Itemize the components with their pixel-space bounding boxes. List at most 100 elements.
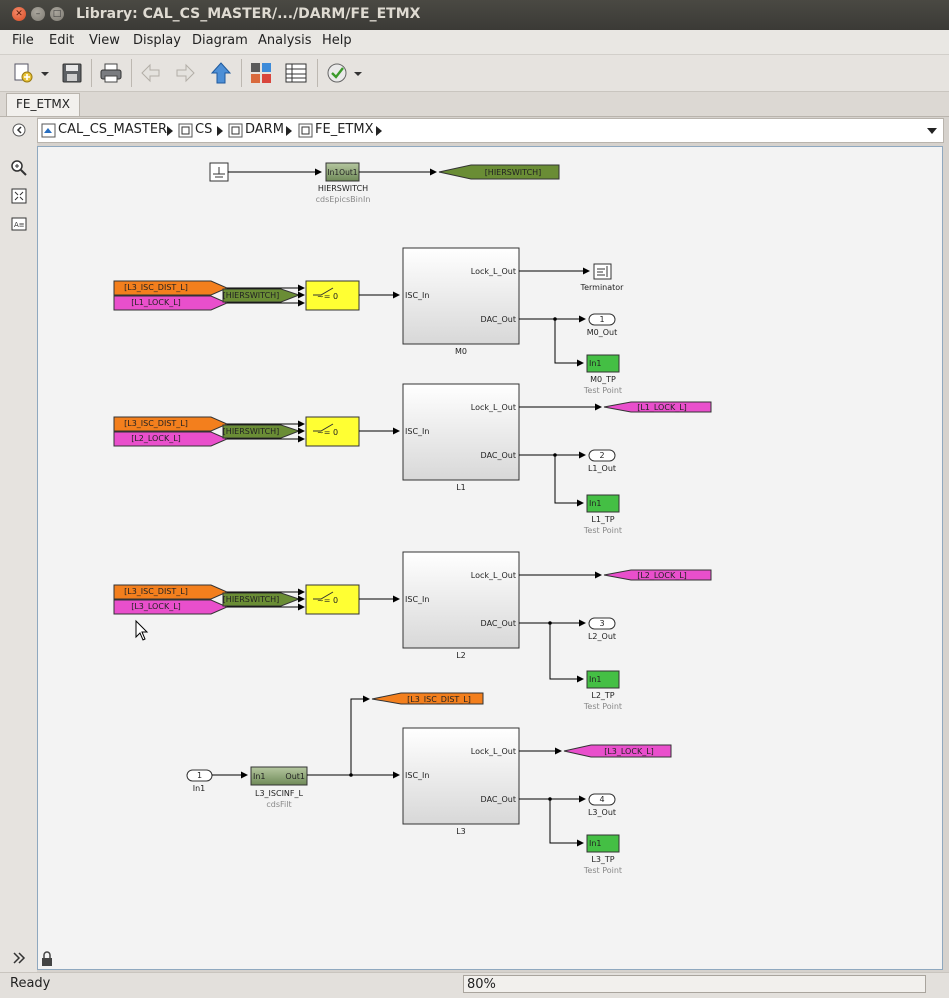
- filter-block-l3-iscinf[interactable]: In1 Out1: [250, 766, 308, 786]
- hide-browser-icon[interactable]: [11, 122, 27, 138]
- hierswitch-goto-tag[interactable]: [HIERSWITCH]: [438, 164, 560, 180]
- testpoint-block-l1[interactable]: In1: [586, 494, 620, 513]
- inport-label-in1: In1: [193, 784, 206, 793]
- terminator-label: Terminator: [580, 283, 625, 292]
- tab-bar: FE_ETMX: [0, 92, 949, 117]
- svg-text:[L3_ISC_DIST_L]: [L3_ISC_DIST_L]: [124, 587, 188, 596]
- up-arrow-icon[interactable]: [209, 61, 233, 85]
- menu-diagram[interactable]: Diagram: [192, 33, 248, 48]
- goto-tag-l2-lock[interactable]: [L2_LOCK_L]: [603, 569, 712, 581]
- from-tag-l3-isc-dist-l1[interactable]: [L3_ISC_DIST_L]: [113, 416, 229, 432]
- maximize-window-button[interactable]: □: [50, 7, 64, 21]
- breadcrumb-item-cs[interactable]: CS: [195, 122, 213, 137]
- fit-to-view-icon[interactable]: [10, 187, 28, 205]
- hierswitch-const-block[interactable]: In1Out1: [325, 162, 360, 182]
- subsystem-name-l2: L2: [456, 651, 466, 660]
- diagram-canvas[interactable]: In1Out1 HIERSWITCH cdsEpicsBinIn [HIERSW…: [37, 146, 943, 970]
- subsystem-icon: [298, 123, 313, 138]
- svg-text:Out1: Out1: [285, 772, 305, 781]
- subsystem-block-l2[interactable]: ISC_In Lock_L_Out DAC_Out: [402, 551, 520, 649]
- svg-text:In1: In1: [589, 359, 602, 368]
- from-tag-lock-m0[interactable]: [L1_LOCK_L]: [113, 295, 229, 311]
- back-arrow-icon[interactable]: [139, 61, 163, 85]
- menu-display[interactable]: Display: [133, 33, 181, 48]
- left-toolstrip: A≡: [0, 117, 37, 972]
- annotation-icon[interactable]: A≡: [10, 215, 28, 233]
- svg-text:1: 1: [197, 771, 202, 780]
- subsystem-block-m0[interactable]: ISC_In Lock_L_Out DAC_Out: [402, 247, 520, 345]
- testpoint-label-l2: L2_TP: [591, 691, 614, 700]
- goto-tag-l3-lock[interactable]: [L3_LOCK_L]: [563, 744, 672, 758]
- svg-text:Lock_L_Out: Lock_L_Out: [471, 403, 516, 412]
- svg-text:DAC_Out: DAC_Out: [481, 795, 516, 804]
- svg-text:[L3_ISC_DIST_L]: [L3_ISC_DIST_L]: [124, 283, 188, 292]
- menu-help[interactable]: Help: [322, 33, 352, 48]
- svg-text:In1: In1: [589, 675, 602, 684]
- breadcrumb-arrow-icon: [167, 126, 173, 136]
- forward-arrow-icon[interactable]: [173, 61, 197, 85]
- hierswitch-sublabel: cdsEpicsBinIn: [316, 195, 371, 204]
- subsystem-block-l1[interactable]: ISC_In Lock_L_Out DAC_Out: [402, 383, 520, 481]
- close-window-button[interactable]: ✕: [12, 7, 26, 21]
- switch-block-l2[interactable]: ~= 0: [305, 584, 360, 615]
- from-tag-hierswitch-l2[interactable]: [HIERSWITCH]: [222, 592, 301, 607]
- goto-tag-l1-lock[interactable]: [L1_LOCK_L]: [603, 401, 712, 413]
- svg-text:A≡: A≡: [14, 221, 25, 229]
- svg-text:[L1_LOCK_L]: [L1_LOCK_L]: [131, 298, 181, 307]
- check-dropdown-icon[interactable]: [351, 61, 365, 85]
- minimize-window-button[interactable]: –: [31, 7, 45, 21]
- outport-l1[interactable]: 2: [588, 449, 616, 462]
- from-tag-lock-l1[interactable]: [L2_LOCK_L]: [113, 431, 229, 447]
- outport-m0[interactable]: 1: [588, 313, 616, 326]
- terminator-block[interactable]: [593, 263, 612, 280]
- svg-text:In1: In1: [589, 839, 602, 848]
- testpoint-block-l3[interactable]: In1: [586, 834, 620, 853]
- testpoint-block-l2[interactable]: In1: [586, 670, 620, 689]
- toolbar: [0, 55, 949, 92]
- svg-text:[HIERSWITCH]: [HIERSWITCH]: [223, 427, 280, 436]
- svg-text:[HIERSWITCH]: [HIERSWITCH]: [485, 168, 542, 177]
- breadcrumb-item-fe-etmx[interactable]: FE_ETMX: [315, 122, 374, 137]
- subsystem-name-l1: L1: [456, 483, 466, 492]
- expand-icon[interactable]: [10, 949, 28, 967]
- print-icon[interactable]: [99, 61, 123, 85]
- model-icon: [41, 123, 56, 138]
- svg-text:Lock_L_Out: Lock_L_Out: [471, 747, 516, 756]
- new-dropdown-icon[interactable]: [38, 61, 52, 85]
- menu-analysis[interactable]: Analysis: [258, 33, 312, 48]
- outport-l2[interactable]: 3: [588, 617, 616, 630]
- mouse-cursor-icon: [135, 619, 149, 641]
- library-browser-icon[interactable]: [249, 61, 273, 85]
- from-tag-l3-isc-dist-m0[interactable]: [L3_ISC_DIST_L]: [113, 280, 229, 296]
- menu-file[interactable]: File: [12, 33, 34, 48]
- from-tag-hierswitch-l1[interactable]: [HIERSWITCH]: [222, 424, 301, 439]
- switch-block-l1[interactable]: ~= 0: [305, 416, 360, 447]
- switch-block-m0[interactable]: ~= 0: [305, 280, 360, 311]
- svg-text:ISC_In: ISC_In: [405, 771, 429, 780]
- subsystem-block-l3[interactable]: ISC_In Lock_L_Out DAC_Out: [402, 727, 520, 825]
- from-tag-lock-l2[interactable]: [L3_LOCK_L]: [113, 599, 229, 615]
- testpoint-block-m0[interactable]: In1: [586, 354, 620, 373]
- svg-text:[HIERSWITCH]: [HIERSWITCH]: [223, 291, 280, 300]
- model-explorer-icon[interactable]: [284, 61, 308, 85]
- goto-tag-l3-isc-dist[interactable]: [L3_ISC_DIST_L]: [371, 692, 484, 705]
- outport-l3[interactable]: 4: [588, 793, 616, 806]
- save-icon[interactable]: [60, 61, 84, 85]
- svg-text:3: 3: [599, 619, 604, 628]
- breadcrumb: CAL_CS_MASTER CS DARM FE_ETMX: [37, 118, 944, 143]
- from-tag-hierswitch-m0[interactable]: [HIERSWITCH]: [222, 288, 301, 303]
- inport-in1[interactable]: 1: [186, 769, 213, 782]
- breadcrumb-dropdown-icon[interactable]: [927, 127, 937, 135]
- breadcrumb-item-cal-cs-master[interactable]: CAL_CS_MASTER: [58, 122, 168, 137]
- check-model-icon[interactable]: [325, 61, 349, 85]
- status-text: Ready: [10, 976, 51, 991]
- from-tag-l3-isc-dist-l2[interactable]: [L3_ISC_DIST_L]: [113, 584, 229, 600]
- breadcrumb-item-darm[interactable]: DARM: [245, 122, 284, 137]
- new-model-icon[interactable]: [12, 61, 36, 85]
- menu-view[interactable]: View: [89, 33, 120, 48]
- epics-input-block[interactable]: [209, 162, 229, 182]
- tab-fe-etmx[interactable]: FE_ETMX: [6, 93, 80, 116]
- menu-edit[interactable]: Edit: [49, 33, 75, 48]
- zoom-icon[interactable]: [10, 159, 28, 177]
- svg-text:Lock_L_Out: Lock_L_Out: [471, 571, 516, 580]
